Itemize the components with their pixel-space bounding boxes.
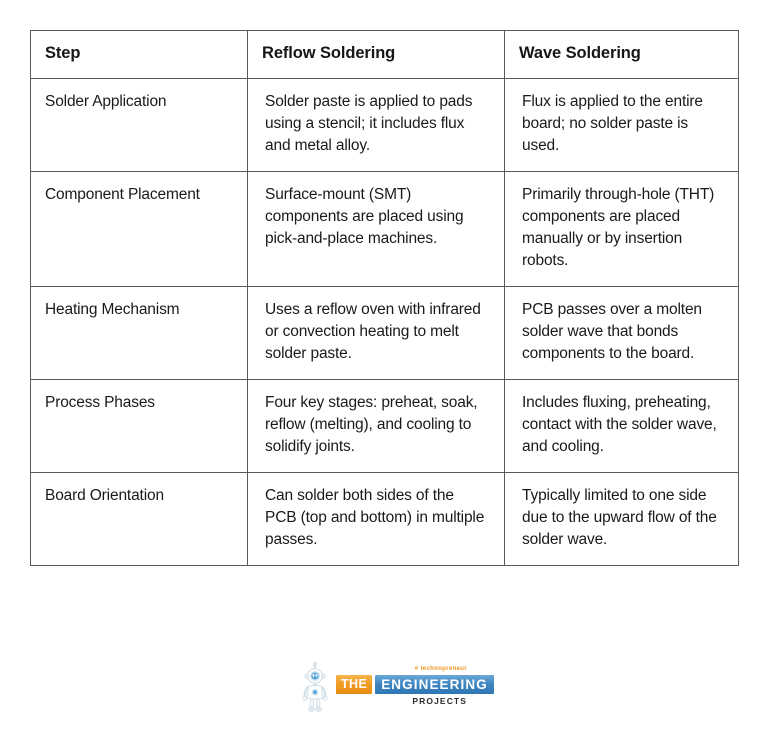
table-row: Solder Application Solder paste is appli… xyxy=(30,77,739,172)
logo-word-the: THE xyxy=(336,675,373,694)
logo-wordmark-group: # technopreneur THE ENGINEERING PROJECTS xyxy=(336,666,494,712)
logo-word-projects: PROJECTS xyxy=(412,696,467,706)
cell-step: Heating Mechanism xyxy=(30,285,248,380)
cell-step: Solder Application xyxy=(30,77,248,172)
table-row: Process Phases Four key stages: preheat,… xyxy=(30,378,739,473)
footer: # technopreneur THE ENGINEERING PROJECTS xyxy=(0,660,768,735)
table-row: Heating Mechanism Uses a reflow oven wit… xyxy=(30,285,739,380)
robot-mascot-icon xyxy=(302,662,328,712)
cell-reflow: Can solder both sides of the PCB (top an… xyxy=(247,471,505,566)
logo-wordmark: THE ENGINEERING xyxy=(336,675,494,694)
table-row: Component Placement Surface-mount (SMT) … xyxy=(30,170,739,287)
table-header: Step Reflow Soldering Wave Soldering xyxy=(30,30,739,79)
table-header-row: Step Reflow Soldering Wave Soldering xyxy=(30,30,739,79)
column-header-step: Step xyxy=(30,30,248,79)
comparison-table-wrapper: Step Reflow Soldering Wave Soldering Sol… xyxy=(30,30,739,566)
cell-reflow: Uses a reflow oven with infrared or conv… xyxy=(247,285,505,380)
cell-wave: Typically limited to one side due to the… xyxy=(504,471,739,566)
cell-step: Board Orientation xyxy=(30,471,248,566)
logo-tagline: # technopreneur xyxy=(414,666,467,672)
cell-step: Process Phases xyxy=(30,378,248,473)
table-body: Solder Application Solder paste is appli… xyxy=(30,77,739,566)
cell-reflow: Surface-mount (SMT) components are place… xyxy=(247,170,505,287)
cell-wave: Primarily through-hole (THT) components … xyxy=(504,170,739,287)
table-row: Board Orientation Can solder both sides … xyxy=(30,471,739,566)
cell-reflow: Four key stages: preheat, soak, reflow (… xyxy=(247,378,505,473)
soldering-comparison-table: Step Reflow Soldering Wave Soldering Sol… xyxy=(30,30,739,566)
column-header-wave-soldering: Wave Soldering xyxy=(504,30,739,79)
site-logo: # technopreneur THE ENGINEERING PROJECTS xyxy=(300,660,494,716)
cell-wave: PCB passes over a molten solder wave tha… xyxy=(504,285,739,380)
cell-reflow: Solder paste is applied to pads using a … xyxy=(247,77,505,172)
column-header-reflow-soldering: Reflow Soldering xyxy=(247,30,505,79)
cell-step: Component Placement xyxy=(30,170,248,287)
cell-wave: Includes fluxing, preheating, contact wi… xyxy=(504,378,739,473)
cell-wave: Flux is applied to the entire board; no … xyxy=(504,77,739,172)
logo-word-engineering: ENGINEERING xyxy=(375,675,494,694)
